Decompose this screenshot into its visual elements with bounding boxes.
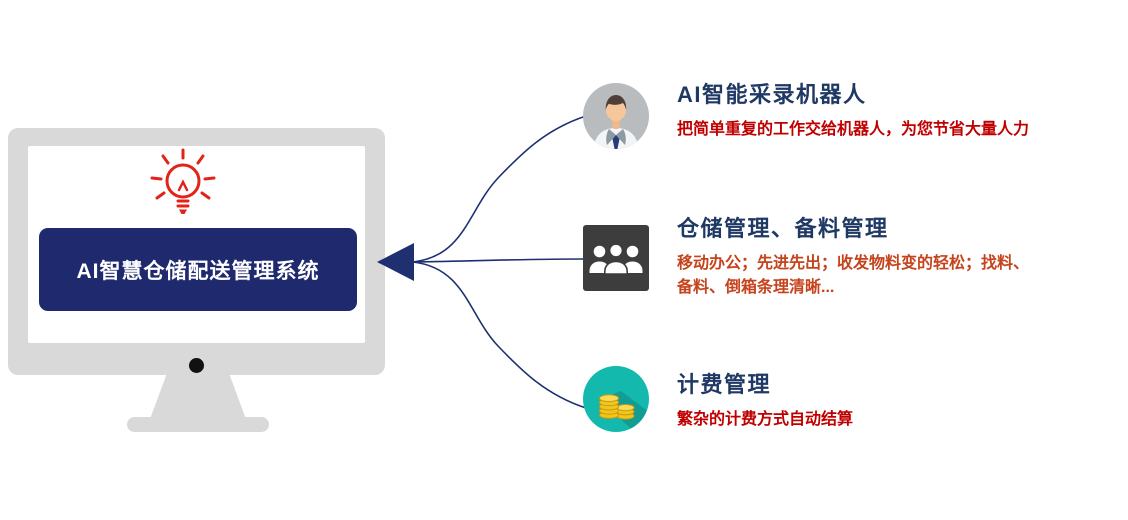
feature-item-robot: AI智能采录机器人 把简单重复的工作交给机器人，为您节省大量人力: [583, 82, 1123, 149]
monitor-stand-base: [127, 417, 269, 432]
feature-desc: 繁杂的计费方式自动结算: [677, 408, 853, 431]
feature-desc-line: 移动办公；先进先出；收发物料变的轻松；找料、: [677, 255, 1030, 273]
connector-lines: [377, 115, 587, 409]
arrow-left-icon: [377, 243, 414, 281]
feature-item-billing: 计费管理 繁杂的计费方式自动结算: [583, 364, 1123, 432]
branch-line-middle: [412, 258, 585, 263]
feature-desc: 移动办公；先进先出；收发物料变的轻松；找料、 备料、倒箱条理清晰...: [677, 252, 1029, 298]
feature-title: AI智能采录机器人: [677, 82, 867, 107]
monitor-screen: AI智慧仓储配送管理系统: [28, 146, 365, 343]
monitor-button-dot: [189, 358, 204, 373]
feature-desc-line: 把简单重复的工作交给机器人，为您节省大量人力: [677, 121, 1030, 139]
branch-line-top: [412, 115, 587, 263]
monitor-stand-neck: [150, 375, 246, 419]
feature-desc-line: 繁杂的计费方式自动结算: [677, 411, 854, 429]
monitor-illustration: AI智慧仓储配送管理系统: [8, 128, 385, 375]
feature-desc: 把简单重复的工作交给机器人，为您节省大量人力: [677, 118, 1029, 141]
lightbulb-idea-icon: [150, 148, 216, 214]
feature-desc-line: 备料、倒箱条理清晰...: [677, 278, 835, 296]
businessman-avatar-icon: [583, 83, 649, 149]
feature-title: 计费管理: [677, 372, 772, 397]
feature-text: AI智能采录机器人 把简单重复的工作交给机器人，为您节省大量人力: [677, 82, 1029, 149]
system-name-banner: AI智慧仓储配送管理系统: [39, 228, 357, 311]
branch-line-bottom: [412, 261, 587, 409]
feature-title: 仓储管理、备料管理: [677, 216, 889, 241]
system-name-label: AI智慧仓储配送管理系统: [76, 259, 320, 283]
feature-text: 计费管理 繁杂的计费方式自动结算: [677, 372, 853, 432]
people-group-icon: [583, 225, 649, 291]
gold-coins-icon: [583, 366, 649, 432]
feature-item-warehouse: 仓储管理、备料管理 移动办公；先进先出；收发物料变的轻松；找料、 备料、倒箱条理…: [583, 216, 1123, 299]
feature-text: 仓储管理、备料管理 移动办公；先进先出；收发物料变的轻松；找料、 备料、倒箱条理…: [677, 216, 1029, 299]
